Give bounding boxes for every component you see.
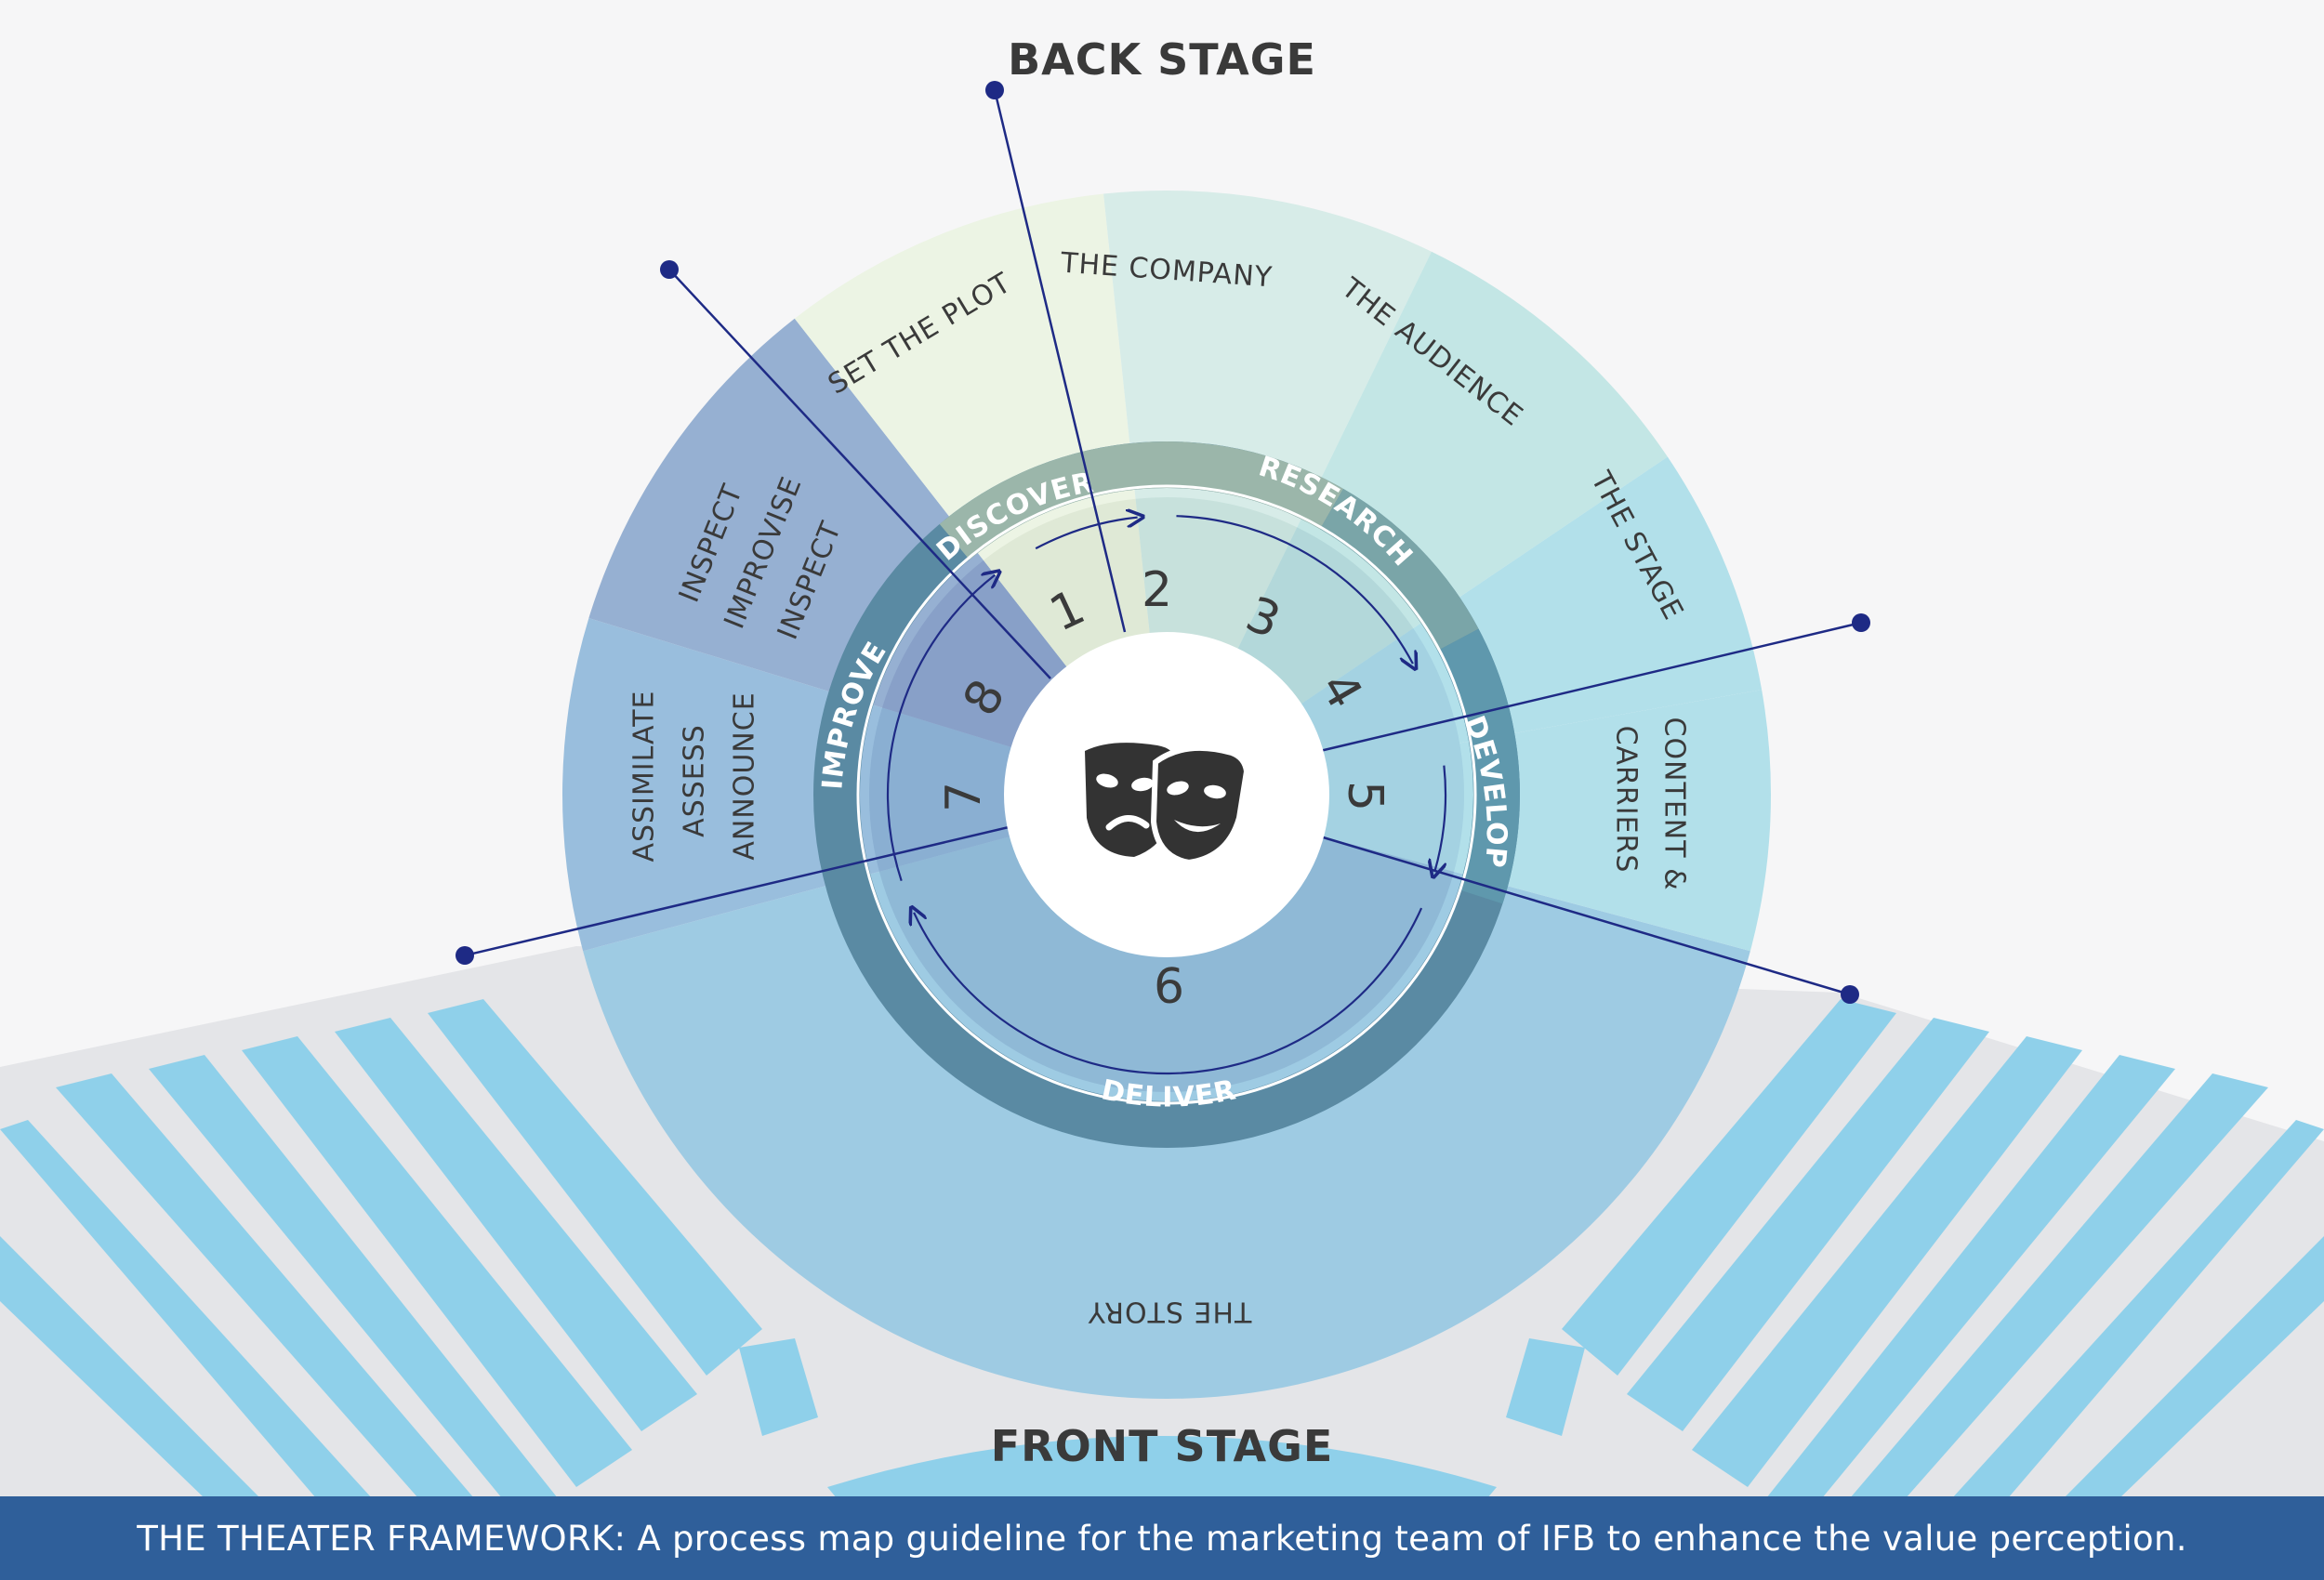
sector-label-assimilate: ASSIMILATE (628, 690, 661, 862)
process-arrow (1434, 765, 1446, 872)
seat-row (149, 1055, 558, 1498)
theater-masks-icon (1085, 743, 1250, 866)
seat-row (1627, 1018, 1989, 1431)
sector-assimilate (562, 617, 1167, 952)
seat-row (0, 1120, 372, 1498)
connector-line (464, 825, 1010, 957)
step-number-6: 6 (1154, 959, 1185, 1015)
seat-row (1562, 999, 1896, 1376)
sector-label-announce: ANNOUNCE (729, 691, 761, 860)
process-arrow (914, 908, 1423, 1075)
sector-label-assess: ASSESS (679, 724, 711, 837)
seat-row (1766, 1055, 2175, 1498)
sector-label-carriers: CARRIERS (1610, 726, 1643, 874)
step-number-5: 5 (1337, 781, 1393, 812)
seat-row (428, 999, 762, 1376)
seat-row (0, 1236, 260, 1498)
connector-lines (456, 81, 1870, 1004)
step-number-2: 2 (1142, 562, 1173, 618)
phase-ring-discover (939, 441, 1343, 560)
center-hub (1004, 632, 1329, 957)
connector-line (668, 269, 1051, 679)
front-stage-label: FRONT STAGE (991, 1421, 1334, 1471)
footer-caption: THE THEATER FRAMEWORK: A process map gui… (137, 1518, 2187, 1559)
process-arrow (886, 575, 995, 882)
process-arrow (1035, 518, 1137, 550)
seat-row (1850, 1073, 2268, 1498)
connector-line (1319, 835, 1851, 996)
connector-dot (985, 81, 1004, 99)
ring-inner-edge (856, 484, 1477, 1105)
sector-content (1167, 690, 1771, 952)
connector-line (1319, 621, 1862, 753)
seat-row (242, 1036, 632, 1487)
connector-dot (456, 946, 474, 965)
sector-label-story: THE STORY (1088, 1296, 1253, 1328)
step-number-7: 7 (936, 781, 992, 812)
sector-label-content: CONTENT & (1658, 718, 1691, 891)
seat-row (1692, 1036, 2082, 1487)
seat-row (335, 1018, 697, 1431)
back-stage-label: BACK STAGE (1008, 34, 1316, 85)
connector-line (993, 89, 1127, 633)
connector-dot (660, 260, 679, 279)
seat-row (1506, 1338, 1585, 1436)
footer-bar: THE THEATER FRAMEWORK: A process map gui… (0, 1496, 2324, 1580)
seat-row (1952, 1120, 2324, 1498)
phase-ring-research (1320, 488, 1479, 652)
seat-row (739, 1338, 818, 1436)
seat-row (2064, 1236, 2324, 1498)
seat-row (827, 1436, 1497, 1498)
phase-ring-develop (1437, 628, 1520, 904)
connector-dot (1841, 985, 1859, 1004)
seat-row (56, 1073, 474, 1498)
process-arrow (1176, 515, 1412, 664)
connector-dot (1852, 613, 1870, 632)
